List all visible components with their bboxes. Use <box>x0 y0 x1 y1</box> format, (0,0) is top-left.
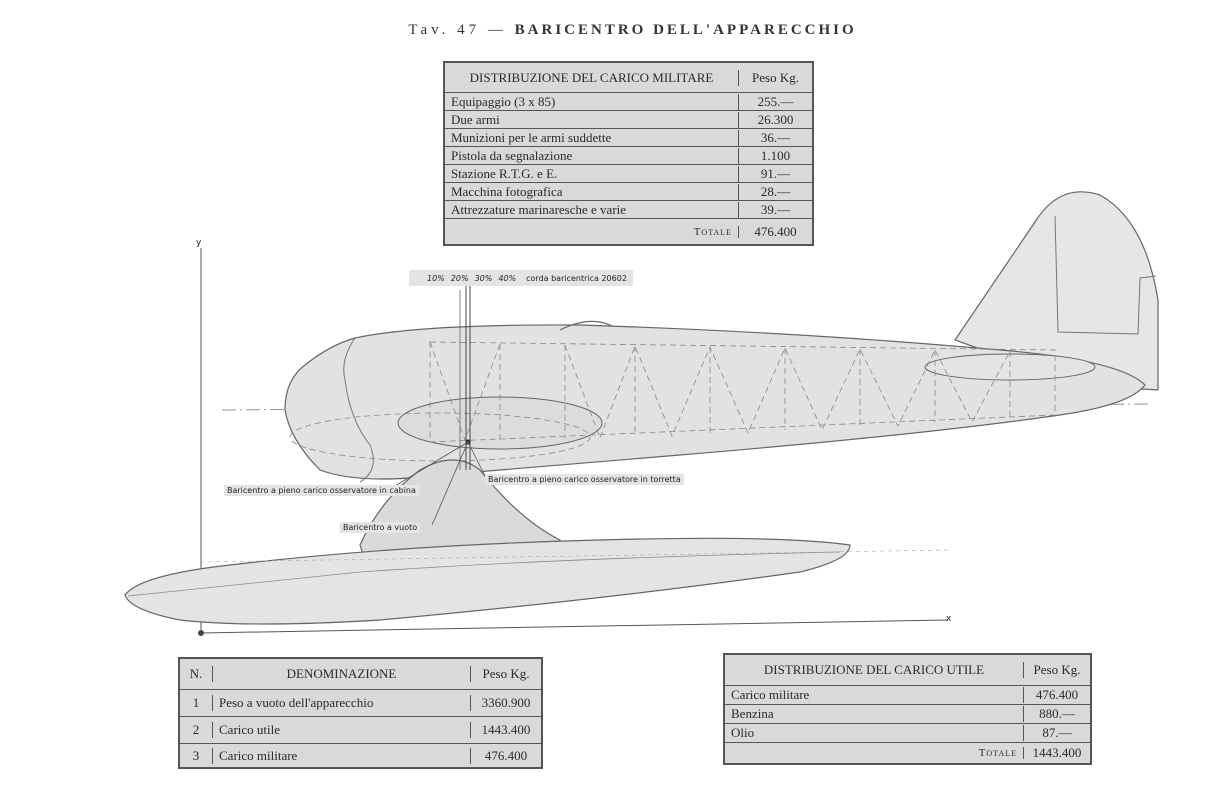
reference-line <box>199 549 951 563</box>
row-label: Due armi <box>445 111 739 128</box>
row-value: 26.300 <box>757 111 794 127</box>
page-title: Tav. 47 — BARICENTRO DELL'APPARECCHIO <box>0 22 1205 39</box>
table-row: Carico militare 476.400 <box>725 686 1090 705</box>
row-label: Stazione R.T.G. e E. <box>445 165 739 182</box>
table-row: 3 Carico militare 476.400 <box>180 744 541 767</box>
table-row: Munizioni per le armi suddette 36.— <box>445 129 812 147</box>
table-header-row: N. DENOMINAZIONE Peso Kg. <box>180 659 541 690</box>
row-label: Attrezzature marinaresche e varie <box>445 201 739 218</box>
row-value: 880.— <box>1039 706 1075 721</box>
row-value: 476.400 <box>484 747 528 763</box>
chord-scale: 10% 20% 30% 40% corda baricentrica 20602 <box>409 270 633 286</box>
chord-pct-30: 30% <box>474 273 493 283</box>
row-value: 1.100 <box>760 147 791 163</box>
row-label: Peso a vuoto dell'apparecchio <box>213 695 471 711</box>
chord-pct-10: 10% <box>427 273 445 283</box>
row-label: Pistola da segnalazione <box>445 147 739 164</box>
row-value: 28.— <box>760 183 791 199</box>
total-label: Totale <box>445 225 739 238</box>
table-header-row: DISTRIBUZIONE DEL CARICO UTILE Peso Kg. <box>725 655 1090 686</box>
row-label: Munizioni per le armi suddette <box>445 129 739 146</box>
row-label: Olio <box>725 725 1024 741</box>
row-value: 255.— <box>757 93 794 109</box>
origin-point <box>198 630 204 636</box>
cg-full-turret-label: Baricentro a pieno carico osservatore in… <box>485 474 684 485</box>
row-label: Carico militare <box>213 747 471 764</box>
row-label: Macchina fotografica <box>445 183 739 200</box>
row-number: 3 <box>180 747 213 764</box>
column-header: DENOMINAZIONE <box>213 666 471 682</box>
plate-title: BARICENTRO DELL'APPARECCHIO <box>514 22 857 38</box>
x-axis-label: x <box>946 614 952 624</box>
chord-pct-20: 20% <box>450 273 469 283</box>
float-chine <box>127 551 841 597</box>
table-row: Macchina fotografica 28.— <box>445 183 812 201</box>
row-value: 39.— <box>760 201 791 217</box>
engine-cowl <box>343 337 374 483</box>
total-value: 1443.400 <box>1032 745 1082 760</box>
row-label: Carico utile <box>213 722 471 738</box>
row-number: 1 <box>180 695 213 711</box>
plate-number: Tav. 47 — <box>408 22 507 38</box>
total-value: 476.400 <box>754 223 797 239</box>
column-header: Peso Kg. <box>1033 662 1081 677</box>
table-row: 2 Carico utile 1443.400 <box>180 717 541 744</box>
chord-pct-40: 40% <box>498 273 517 283</box>
military-load-table: DISTRIBUZIONE DEL CARICO MILITARE Peso K… <box>443 61 814 246</box>
table-total-row: Totale 1443.400 <box>725 743 1090 763</box>
rudder-outline <box>1054 215 1157 335</box>
column-header: Peso Kg. <box>752 69 799 85</box>
row-label: Equipaggio (3 x 85) <box>445 93 739 110</box>
row-label: Carico militare <box>725 687 1024 703</box>
column-header: N. <box>180 666 213 682</box>
row-value: 36.— <box>760 129 791 145</box>
total-label: Totale <box>725 747 1024 759</box>
leader-cabin <box>394 441 469 487</box>
table-row: Olio 87.— <box>725 724 1090 743</box>
column-header: DISTRIBUZIONE DEL CARICO MILITARE <box>445 69 739 86</box>
weights-table: N. DENOMINAZIONE Peso Kg. 1 Peso a vuoto… <box>178 657 543 769</box>
cg-full-cabin-label: Baricentro a pieno carico osservatore in… <box>224 485 419 496</box>
table-row: Benzina 880.— <box>725 705 1090 724</box>
x-axis <box>200 619 949 634</box>
row-value: 91.— <box>760 165 791 181</box>
row-value: 476.400 <box>1035 687 1079 702</box>
row-label: Benzina <box>725 706 1024 722</box>
row-value: 87.— <box>1042 725 1072 740</box>
row-value: 1443.400 <box>481 722 531 737</box>
column-header: Peso Kg. <box>482 666 530 681</box>
table-row: Stazione R.T.G. e E. 91.— <box>445 165 812 183</box>
cg-empty-label: Baricentro a vuoto <box>340 522 421 533</box>
row-number: 2 <box>180 722 213 738</box>
table-total-row: Totale 476.400 <box>445 219 812 244</box>
table-row: Equipaggio (3 x 85) 255.— <box>445 93 812 111</box>
fuselage-truss <box>429 341 1056 443</box>
y-axis-label: y <box>196 238 202 248</box>
table-row: Attrezzature marinaresche e varie 39.— <box>445 201 812 219</box>
wing-outline-dashed <box>289 412 591 462</box>
leader-empty <box>431 441 469 526</box>
cockpit-canopy <box>559 320 613 331</box>
table-header-row: DISTRIBUZIONE DEL CARICO MILITARE Peso K… <box>445 63 812 93</box>
column-header: DISTRIBUZIONE DEL CARICO UTILE <box>725 662 1024 678</box>
row-value: 3360.900 <box>481 695 531 710</box>
table-row: Due armi 26.300 <box>445 111 812 129</box>
table-row: 1 Peso a vuoto dell'apparecchio 3360.900 <box>180 690 541 717</box>
table-row: Pistola da segnalazione 1.100 <box>445 147 812 165</box>
float <box>124 537 851 625</box>
leader-turret <box>467 441 486 477</box>
chord-label: corda baricentrica 20602 <box>526 273 627 283</box>
useful-load-table: DISTRIBUZIONE DEL CARICO UTILE Peso Kg. … <box>723 653 1092 765</box>
